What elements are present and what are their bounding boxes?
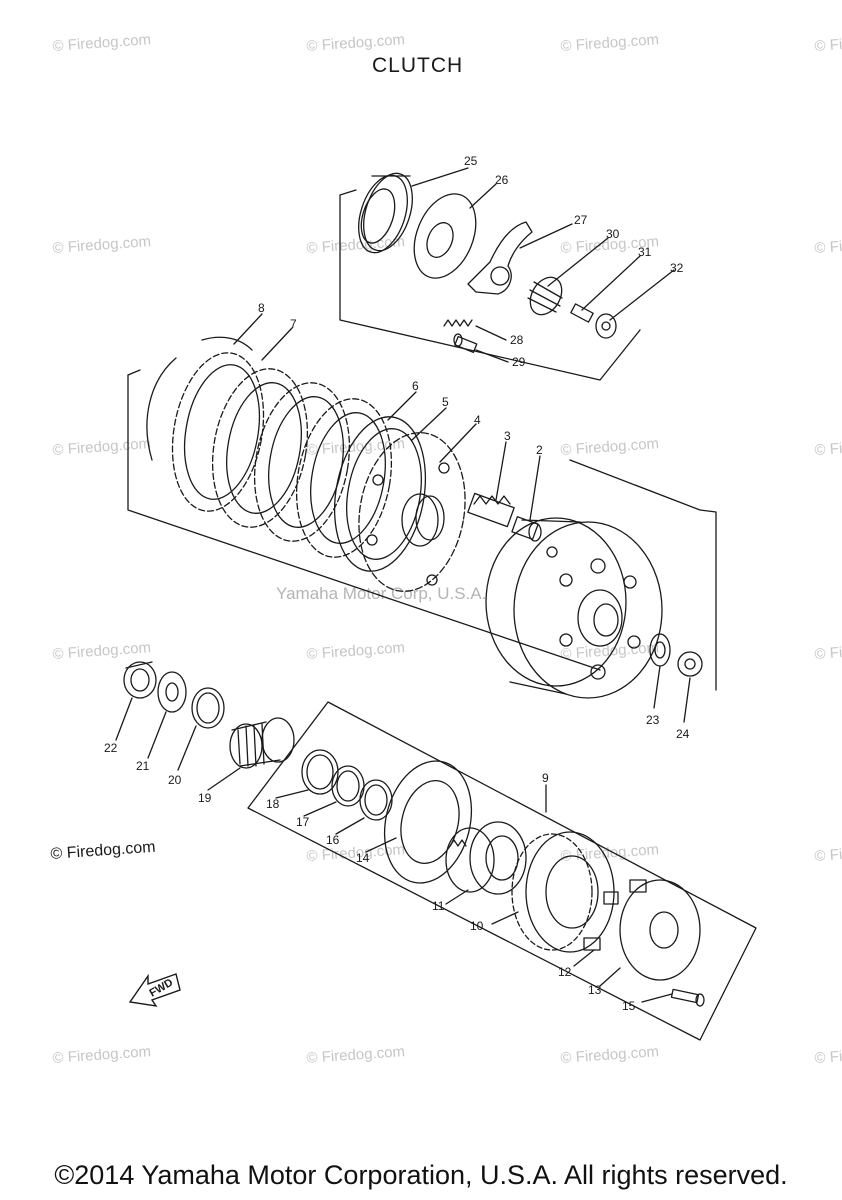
- washer-20: [191, 687, 225, 729]
- part-label-14: 14: [356, 851, 370, 865]
- part-label-31: 31: [638, 245, 652, 259]
- friction-plate-5: [333, 416, 427, 572]
- part-label-19: 19: [198, 791, 212, 805]
- plate-14: [383, 760, 473, 884]
- screw-30: [527, 276, 563, 316]
- part-label-11: 11: [432, 899, 445, 913]
- group-outline-part-9: [247, 701, 757, 1041]
- part-label-32: 32: [670, 261, 684, 275]
- part-label-13: 13: [588, 983, 602, 997]
- nut-32: [595, 313, 617, 339]
- part-label-29: 29: [512, 355, 526, 369]
- part-label-28: 28: [510, 333, 524, 347]
- part-label-6: 6: [412, 379, 419, 393]
- part-label-5: 5: [442, 395, 449, 409]
- group-outline-clutch-pack: [569, 459, 717, 691]
- wire-8: [201, 336, 253, 351]
- clutch-plate: [211, 368, 309, 528]
- washer-16: [359, 779, 393, 821]
- clutch-plate-6: [295, 398, 393, 558]
- part-label-10: 10: [470, 919, 484, 933]
- group-outline-clutch-pack: [127, 374, 601, 671]
- clutch-boss-4: [358, 432, 466, 592]
- washer-23: [649, 633, 671, 667]
- part-label-24: 24: [676, 727, 690, 741]
- copyright-notice: ©2014 Yamaha Motor Corporation, U.S.A. A…: [54, 1160, 788, 1190]
- part-label-20: 20: [168, 773, 182, 787]
- bearing-25: [358, 172, 413, 254]
- pin-29: [453, 333, 478, 354]
- circlip-8: [146, 357, 177, 461]
- bolt-15: [670, 988, 705, 1007]
- part-label-25: 25: [464, 154, 478, 168]
- roller-12: [583, 879, 647, 951]
- primary-gear-10: [511, 831, 615, 953]
- part-label-22: 22: [104, 741, 118, 755]
- part-label-23: 23: [646, 713, 660, 727]
- diagram-title: CLUTCH: [372, 54, 464, 77]
- washer-21: [157, 671, 187, 713]
- part-label-27: 27: [574, 213, 588, 227]
- friction-plate: [171, 352, 265, 512]
- part-label-4: 4: [474, 413, 481, 427]
- part-label-2: 2: [536, 443, 543, 457]
- fwd-arrow: [128, 973, 181, 1007]
- plate-13: [619, 879, 701, 981]
- part-label-21: 21: [136, 759, 150, 773]
- clutch-housing: [485, 517, 663, 699]
- part-label-7: 7: [290, 317, 297, 331]
- nut-24: [677, 651, 703, 677]
- part-label-8: 8: [258, 301, 265, 315]
- washer-18: [301, 749, 339, 795]
- spring-28: [443, 319, 473, 327]
- needle-bearing-19: [229, 717, 295, 769]
- bushing-22: [123, 661, 157, 699]
- part-label-12: 12: [558, 965, 572, 979]
- part-label-18: 18: [266, 797, 280, 811]
- part-label-3: 3: [504, 429, 511, 443]
- lever-27: [467, 221, 533, 295]
- part-label-15: 15: [622, 999, 636, 1013]
- washer-17: [331, 765, 365, 807]
- group-outline-top: [339, 189, 641, 381]
- plate-26: [413, 193, 477, 279]
- part-label-16: 16: [326, 833, 340, 847]
- part-label-9: 9: [542, 771, 549, 785]
- part-31: [570, 303, 594, 323]
- part-label-26: 26: [495, 173, 509, 187]
- part-label-30: 30: [606, 227, 620, 241]
- center-watermark: Yamaha Motor Corp, U.S.A.: [276, 584, 487, 603]
- part-label-17: 17: [296, 815, 310, 829]
- gear-11: [445, 821, 527, 895]
